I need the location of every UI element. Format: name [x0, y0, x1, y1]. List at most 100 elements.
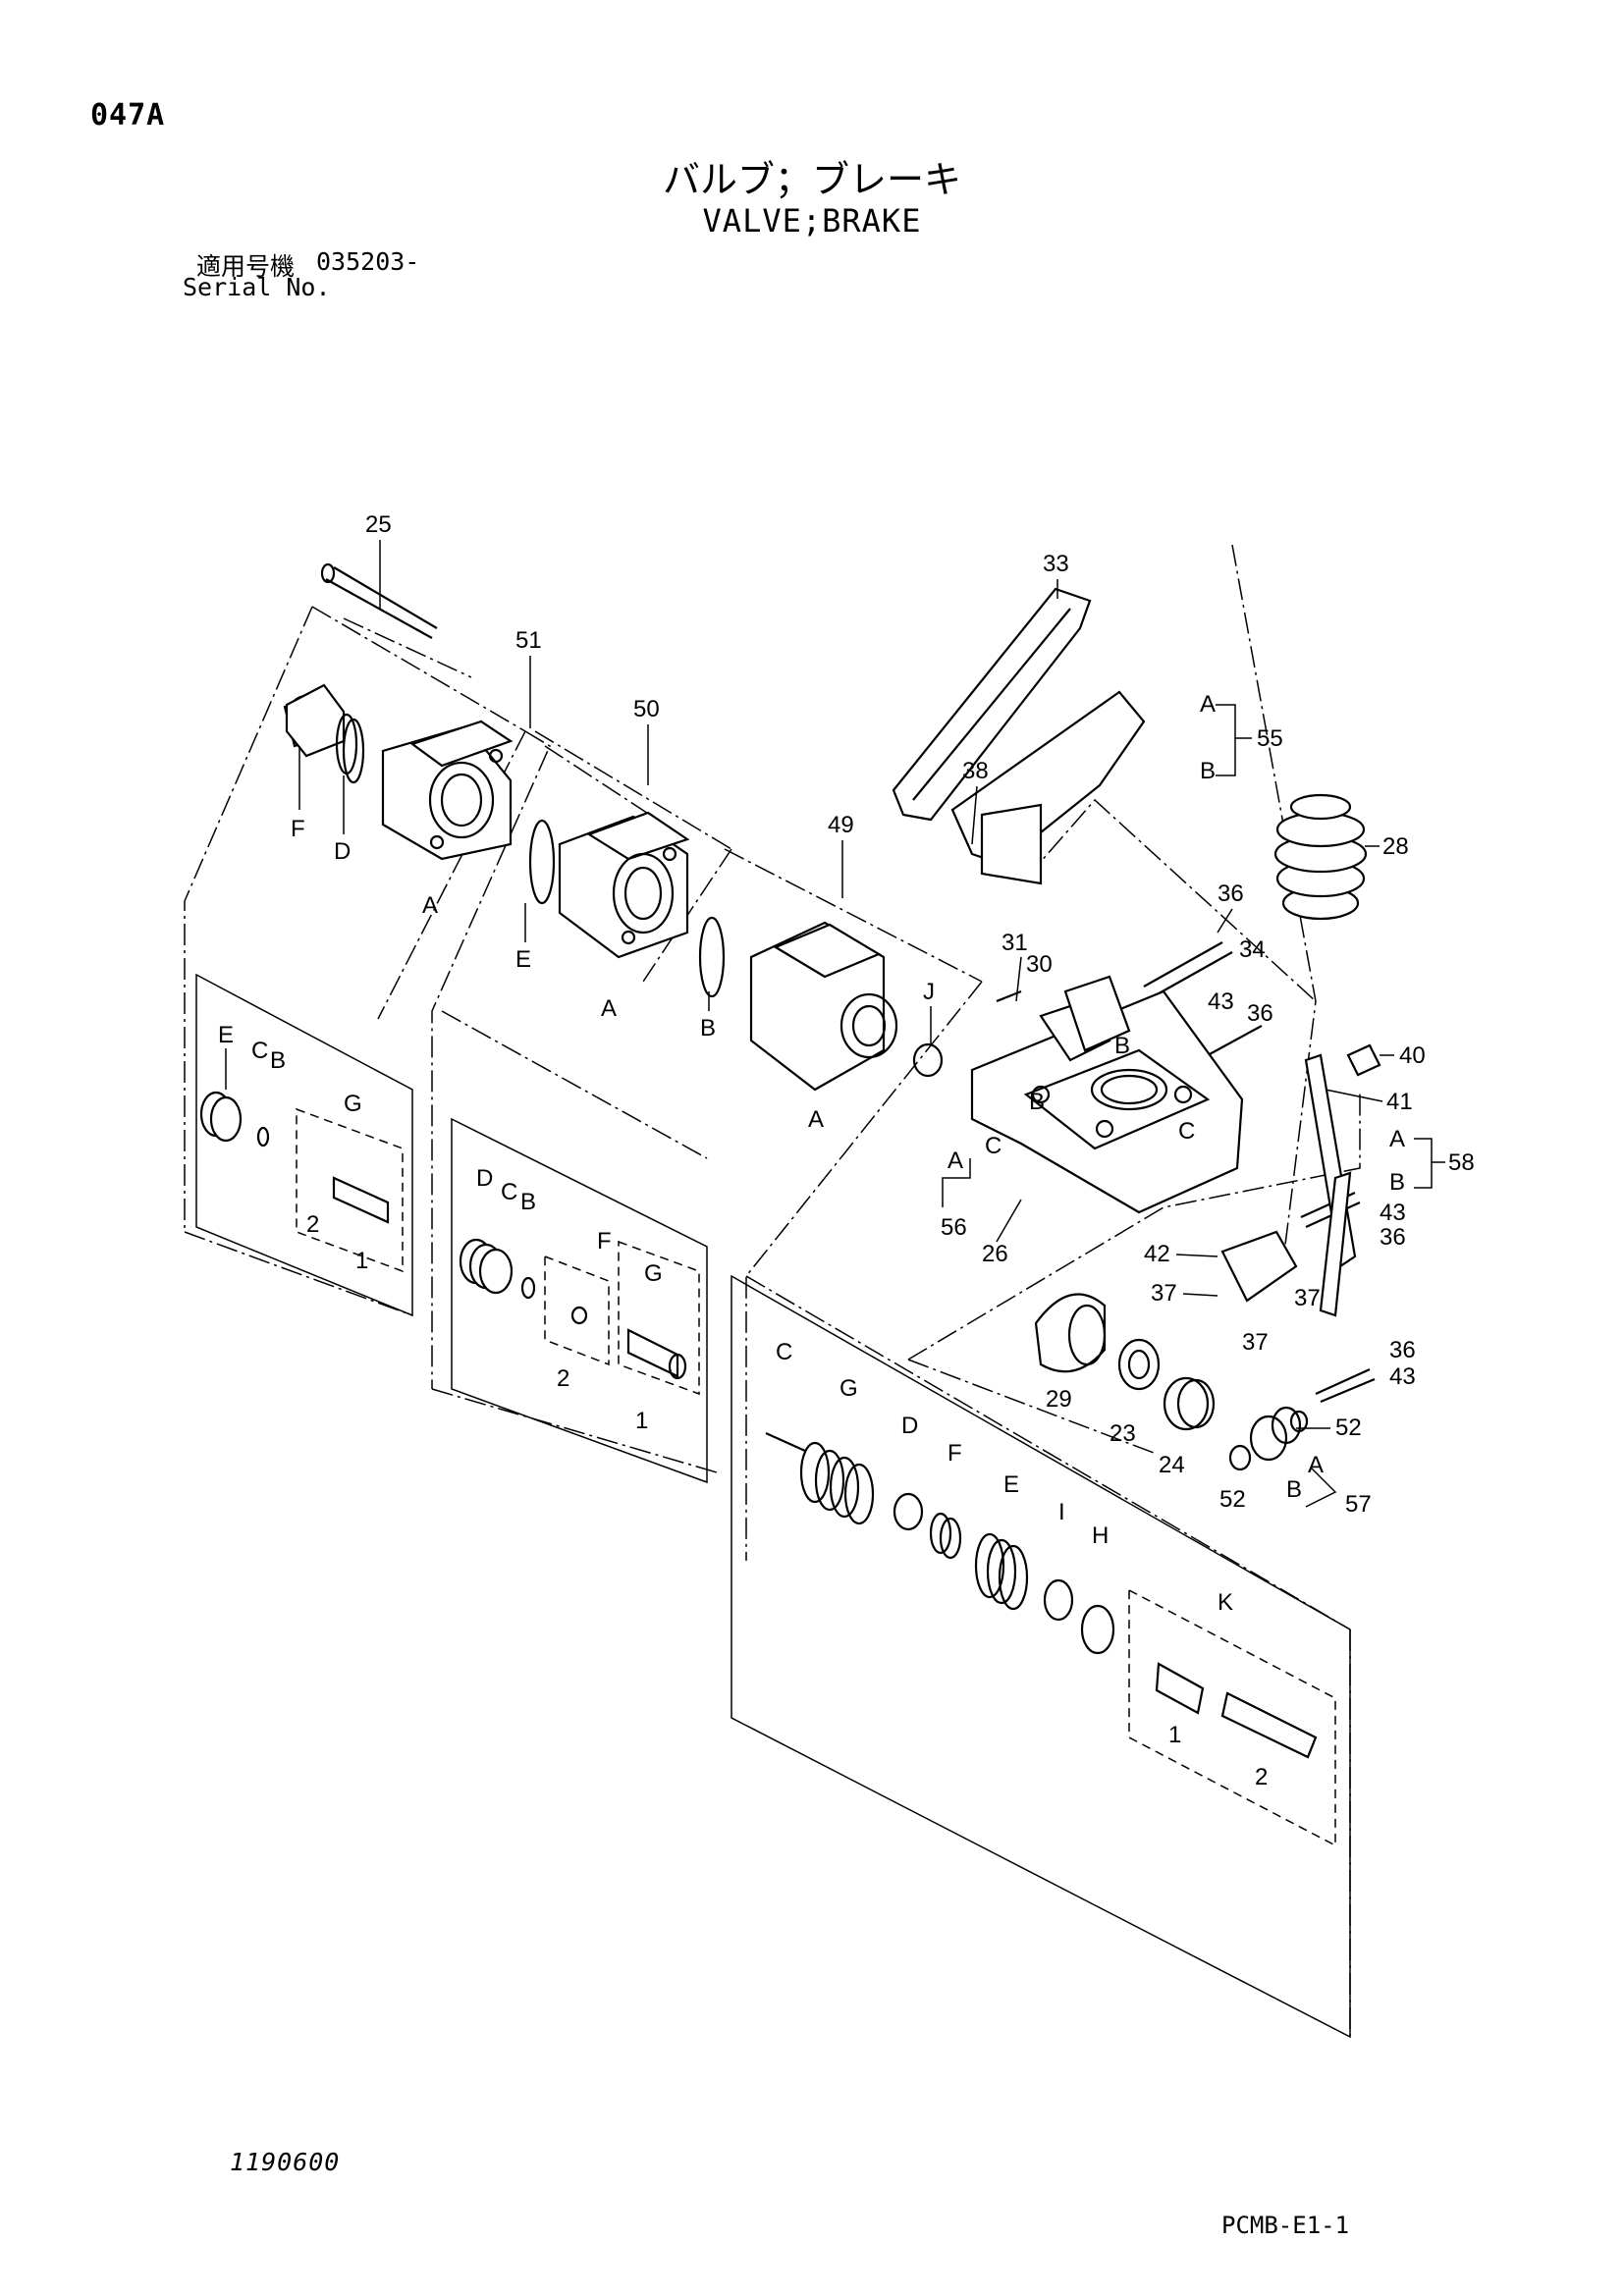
- letter-H: H: [1092, 1522, 1109, 1549]
- page-code: 047A: [90, 98, 166, 133]
- letter-B-base-left: B: [1029, 1089, 1045, 1115]
- drawing-number: 1190600: [230, 2148, 341, 2176]
- letter-C-base-right: C: [1178, 1118, 1195, 1145]
- callout-1-left: 1: [355, 1248, 368, 1274]
- callout-56: 56: [941, 1214, 967, 1241]
- callout-52-left: 52: [1219, 1486, 1246, 1513]
- link-arm-58: [1220, 1043, 1381, 1317]
- callout-28: 28: [1382, 833, 1409, 860]
- letter-B-body49: B: [700, 1015, 716, 1041]
- callout-52-right: 52: [1335, 1415, 1362, 1441]
- letter-B-57: B: [1286, 1476, 1302, 1503]
- letter-B-58: B: [1389, 1169, 1405, 1196]
- page-reference-code: PCMB-E1-1: [1221, 2212, 1350, 2239]
- callout-36-bottom: 36: [1389, 1337, 1416, 1363]
- letter-D-middle: D: [476, 1165, 493, 1192]
- assembly-boundaries: [184, 544, 1361, 2037]
- callout-29: 29: [1046, 1386, 1072, 1413]
- callout-36-mid: 36: [1247, 1000, 1273, 1027]
- letter-J: J: [923, 979, 935, 1005]
- callout-34: 34: [1239, 936, 1266, 963]
- pedal-33: [892, 587, 1146, 885]
- callout-43-mid: 43: [1380, 1200, 1406, 1226]
- callout-50: 50: [633, 696, 660, 722]
- callout-2-right: 2: [1255, 1764, 1268, 1790]
- title-english: VALVE;BRAKE: [702, 202, 922, 240]
- letter-A-55: A: [1200, 691, 1216, 718]
- letter-G-right: G: [839, 1375, 858, 1402]
- letter-G-middle: G: [644, 1260, 663, 1287]
- callout-42: 42: [1144, 1241, 1170, 1267]
- callout-2-left: 2: [306, 1211, 319, 1238]
- letter-D-right: D: [901, 1413, 918, 1439]
- letter-A-56: A: [947, 1148, 963, 1174]
- reference-letters: F D A E A B J A A B B B C C A A B A B E …: [218, 691, 1405, 1616]
- valve-body-50: [528, 811, 690, 959]
- base-body-56: [970, 975, 1244, 1214]
- letter-B-middle: B: [520, 1189, 536, 1215]
- dashed-groups: [296, 1107, 1336, 1847]
- callout-26: 26: [982, 1241, 1008, 1267]
- letter-E-body50: E: [515, 946, 531, 973]
- letter-A-58: A: [1389, 1126, 1405, 1152]
- cap-seal-plug: [1034, 1293, 1216, 1431]
- callout-1-right: 1: [1168, 1722, 1181, 1748]
- bushing-57: [1228, 1406, 1309, 1471]
- callout-33: 33: [1043, 551, 1069, 577]
- letter-B-55: B: [1200, 758, 1216, 784]
- serial-label-japanese: 適用号機: [196, 252, 296, 281]
- letter-F-middle: F: [597, 1228, 612, 1255]
- serial-number-value: 035203-: [316, 247, 420, 276]
- pins: [996, 941, 1376, 1404]
- boot-28: [1273, 793, 1368, 921]
- callout-30: 30: [1026, 951, 1053, 978]
- callout-41: 41: [1386, 1089, 1413, 1115]
- title-japanese: バルブ；ブレーキ: [662, 158, 961, 201]
- callout-57: 57: [1345, 1491, 1372, 1518]
- letter-E-left: E: [218, 1022, 234, 1048]
- callout-43-top: 43: [1208, 988, 1234, 1015]
- callout-37-right: 37: [1294, 1285, 1321, 1311]
- callout-31: 31: [1001, 930, 1028, 956]
- spool-parts-right: [765, 1431, 1318, 1759]
- spool-parts-middle: [459, 1238, 687, 1380]
- callout-1-middle: 1: [635, 1408, 648, 1434]
- valve-body-49: [698, 916, 944, 1092]
- letter-I: I: [1058, 1499, 1065, 1525]
- letter-A-body49: A: [808, 1106, 824, 1133]
- callout-55: 55: [1257, 725, 1283, 752]
- callout-58: 58: [1448, 1149, 1475, 1176]
- callout-43-bottom: 43: [1389, 1363, 1416, 1390]
- letter-C-left: C: [251, 1038, 268, 1064]
- letter-E-right: E: [1003, 1471, 1019, 1498]
- callout-36-top: 36: [1218, 881, 1244, 907]
- letter-C-base-left: C: [985, 1133, 1001, 1159]
- callout-37-bottom: 37: [1242, 1329, 1269, 1356]
- callout-51: 51: [515, 627, 542, 654]
- letter-A-57: A: [1308, 1452, 1324, 1478]
- left-plug-and-ring: [285, 683, 358, 775]
- letter-G-left: G: [344, 1091, 362, 1117]
- letter-B-left: B: [270, 1047, 286, 1074]
- letter-B-base-top: B: [1114, 1033, 1130, 1059]
- callout-38: 38: [962, 758, 989, 784]
- letter-A-body51: A: [422, 892, 438, 919]
- callout-49: 49: [828, 812, 854, 838]
- letter-F-left: F: [291, 816, 305, 842]
- bolt-25: [320, 562, 438, 639]
- callout-24: 24: [1159, 1452, 1185, 1478]
- letter-C-middle: C: [501, 1179, 517, 1205]
- letter-F-right: F: [947, 1440, 962, 1467]
- letter-C-right: C: [776, 1339, 792, 1365]
- letter-D-left: D: [334, 838, 351, 865]
- sub-assembly-boxes: [195, 973, 1351, 2039]
- letter-K: K: [1218, 1589, 1233, 1616]
- letter-A-body50: A: [601, 995, 617, 1022]
- callout-40: 40: [1399, 1042, 1426, 1069]
- serial-label-english: Serial No.: [183, 273, 331, 301]
- spool-parts-left: [199, 1091, 390, 1224]
- callout-36-lower: 36: [1380, 1224, 1406, 1251]
- callout-25: 25: [365, 511, 392, 538]
- callout-23: 23: [1110, 1420, 1136, 1447]
